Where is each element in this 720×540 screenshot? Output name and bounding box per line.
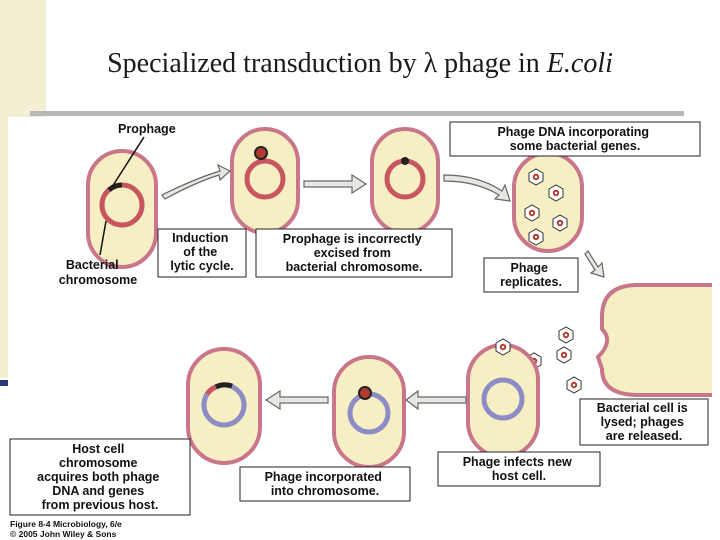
label-phage-incorporated: Phage incorporated into chromosome. bbox=[265, 470, 386, 498]
label-phage-infects: Phage infects new host cell. bbox=[463, 455, 576, 483]
title-underline bbox=[30, 111, 684, 116]
slide-title-organism: E.coli bbox=[546, 48, 613, 79]
label-prophage: Prophage bbox=[118, 122, 176, 136]
phage-particle bbox=[528, 228, 544, 246]
box-phage-incorporated bbox=[239, 466, 411, 502]
arrow-replication bbox=[443, 174, 511, 202]
box-phage-infects bbox=[437, 451, 601, 487]
cell-lysed bbox=[595, 283, 712, 397]
slide-title: Specialized transduction by λ phage in E… bbox=[0, 48, 720, 80]
label-line: lytic cycle. bbox=[170, 259, 233, 273]
cell-specialized-phage-dna bbox=[370, 127, 440, 235]
label-line: Phage DNA incorporating bbox=[497, 125, 649, 139]
label-line: acquires both phage bbox=[37, 470, 159, 484]
label-line: chromosome bbox=[59, 456, 138, 470]
label-line: lysed; phages bbox=[601, 415, 684, 429]
label-incorrect-excision: Prophage is incorrectly excised from bac… bbox=[283, 232, 425, 274]
phage-particle bbox=[548, 184, 564, 202]
caption-line: © 2005 John Wiley & Sons bbox=[10, 529, 117, 539]
label-line: some bacterial genes. bbox=[510, 139, 641, 153]
cell-integration bbox=[332, 355, 406, 469]
released-phage bbox=[566, 376, 582, 394]
transduction-diagram: Prophage Bacterial chromosome Induction … bbox=[9, 121, 712, 539]
label-line: Host cell bbox=[72, 442, 124, 456]
label-line: Prophage is incorrectly bbox=[283, 232, 422, 246]
label-line: from previous host. bbox=[42, 498, 159, 512]
label-line: Phage bbox=[511, 261, 549, 275]
label-line: Bacterial cell is bbox=[597, 401, 688, 415]
label-phage-replicates: Phage replicates. bbox=[500, 261, 562, 289]
arrow-burst bbox=[584, 250, 605, 278]
label-line: of the bbox=[183, 245, 217, 259]
label-line: excised from bbox=[314, 246, 391, 260]
box-phage-replicates bbox=[483, 257, 579, 293]
arrow-induction bbox=[161, 163, 232, 200]
cell-phage-replication bbox=[512, 151, 584, 253]
arrow-excision bbox=[303, 173, 368, 195]
label-cell-lysed: Bacterial cell is lysed; phages are rele… bbox=[597, 401, 692, 443]
figure-caption: Figure 8-4 Microbiology, 6/e © 2005 John… bbox=[10, 519, 124, 539]
released-phage bbox=[558, 326, 574, 344]
transduction-figure: Prophage Bacterial chromosome Induction … bbox=[8, 117, 712, 540]
box-phage-dna-incorporating bbox=[449, 121, 701, 157]
label-line: replicates. bbox=[500, 275, 562, 289]
label-host-cell-acquires: Host cell chromosome acquires both phage… bbox=[37, 442, 163, 512]
cell-transductant bbox=[186, 347, 262, 465]
box-cell-lysed bbox=[579, 398, 709, 446]
label-line: are released. bbox=[606, 429, 682, 443]
label-line: chromosome bbox=[59, 273, 138, 287]
cell-lysogen bbox=[86, 149, 158, 269]
label-line: Induction bbox=[172, 231, 228, 245]
label-phage-dna-incorporating: Phage DNA incorporating some bacterial g… bbox=[497, 125, 652, 153]
phage-particle bbox=[552, 214, 568, 232]
prophage-pointer bbox=[111, 136, 145, 188]
cell-new-host-infection bbox=[466, 338, 540, 459]
cell-excision bbox=[230, 127, 300, 235]
arrow-integration bbox=[264, 389, 329, 411]
label-line: Phage infects new bbox=[463, 455, 572, 469]
label-line: DNA and genes bbox=[52, 484, 144, 498]
phage-particle bbox=[528, 168, 544, 186]
infecting-phage bbox=[495, 338, 511, 356]
label-line: host cell. bbox=[492, 469, 546, 483]
box-induction bbox=[157, 228, 247, 278]
caption-line: Figure 8-4 Microbiology, 6/e bbox=[10, 519, 122, 529]
phage-particle bbox=[524, 204, 540, 222]
label-line: Phage incorporated bbox=[265, 470, 382, 484]
released-phage bbox=[556, 346, 572, 364]
label-line: bacterial chromosome. bbox=[286, 260, 423, 274]
slide-title-text: Specialized transduction by λ phage in bbox=[107, 48, 547, 79]
label-induction: Induction of the lytic cycle. bbox=[170, 231, 233, 273]
label-bacterial-chromosome: Bacterial chromosome bbox=[59, 258, 138, 287]
chromosome-pointer bbox=[99, 220, 107, 256]
label-line: Bacterial bbox=[66, 258, 119, 272]
box-incorrect-excision bbox=[255, 228, 453, 278]
box-host-cell-acquires bbox=[9, 438, 191, 516]
label-line: into chromosome. bbox=[271, 484, 379, 498]
arrow-infection bbox=[405, 389, 467, 411]
